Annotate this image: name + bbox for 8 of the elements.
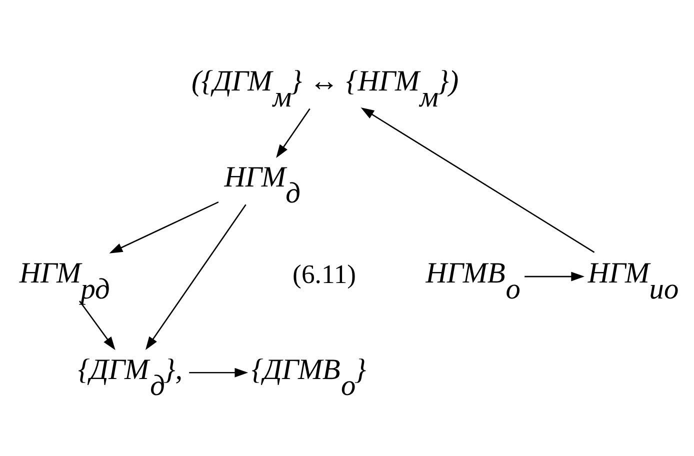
arrow bbox=[189, 367, 248, 377]
label: (6.11) bbox=[292, 258, 356, 289]
arrow bbox=[360, 107, 595, 252]
arrow bbox=[109, 200, 219, 253]
arrow bbox=[276, 108, 310, 158]
arrow bbox=[79, 300, 116, 350]
arrow bbox=[524, 271, 585, 281]
arrow bbox=[145, 204, 246, 350]
